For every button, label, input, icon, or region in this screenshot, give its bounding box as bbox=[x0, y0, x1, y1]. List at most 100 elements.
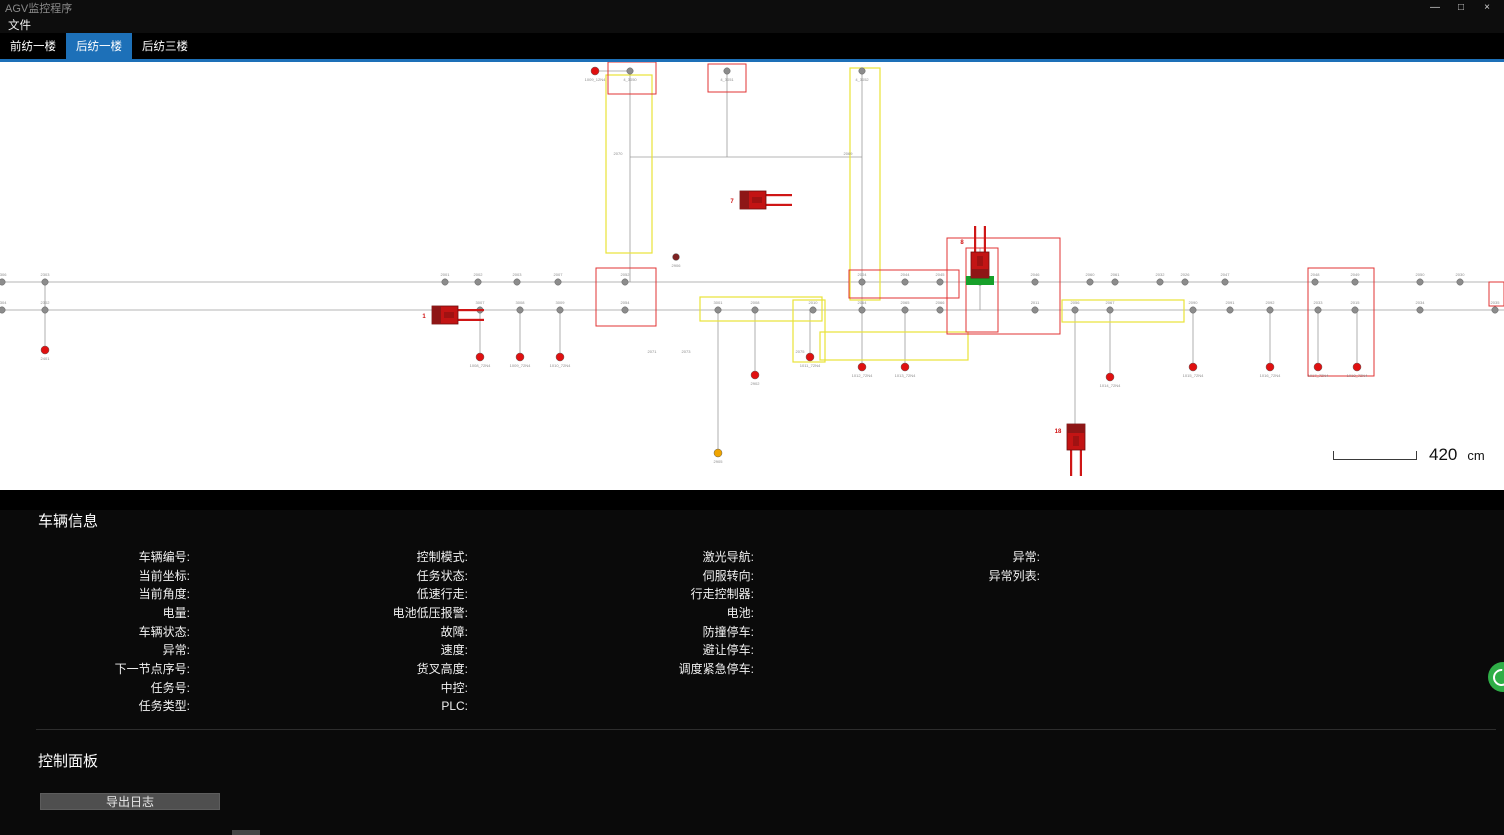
field-row: 电池低压报警: bbox=[246, 603, 524, 622]
map-node[interactable] bbox=[809, 306, 817, 314]
map-node[interactable] bbox=[1189, 306, 1197, 314]
field-label: 异常列表: bbox=[988, 568, 1040, 583]
alarm-zone-red bbox=[1307, 267, 1375, 377]
restore-button[interactable]: □ bbox=[1457, 2, 1465, 13]
field-row: 任务类型: bbox=[0, 697, 246, 716]
map-node[interactable] bbox=[516, 306, 524, 314]
agv-part bbox=[456, 318, 484, 321]
map-node[interactable] bbox=[672, 253, 680, 261]
partial-control[interactable] bbox=[232, 830, 260, 835]
map-node[interactable] bbox=[1226, 306, 1234, 314]
map-node[interactable] bbox=[901, 278, 909, 286]
map-node[interactable] bbox=[1351, 306, 1359, 314]
map-node[interactable] bbox=[556, 306, 564, 314]
map-node[interactable] bbox=[1156, 278, 1164, 286]
map-node[interactable] bbox=[0, 306, 6, 314]
field-label: 调度紧急停车: bbox=[678, 661, 754, 676]
map-node[interactable] bbox=[713, 448, 723, 458]
map-node[interactable] bbox=[901, 306, 909, 314]
map-node-label: 2026 bbox=[1181, 272, 1191, 277]
map-node[interactable] bbox=[515, 352, 525, 362]
map-node[interactable] bbox=[858, 306, 866, 314]
agv-marker[interactable] bbox=[431, 305, 484, 325]
map-node[interactable] bbox=[936, 278, 944, 286]
map-node[interactable] bbox=[1351, 278, 1359, 286]
map-node-label: 2905 bbox=[714, 459, 724, 464]
map-node[interactable] bbox=[858, 67, 866, 75]
map-canvas[interactable]: 1009_12N44_30504_30514_30522906230623032… bbox=[0, 62, 1504, 490]
agv-id-label: 1 bbox=[422, 314, 426, 320]
map-node[interactable] bbox=[805, 352, 815, 362]
close-button[interactable]: × bbox=[1484, 2, 1490, 13]
map-node[interactable] bbox=[857, 362, 867, 372]
map-node[interactable] bbox=[1311, 278, 1319, 286]
map-node[interactable] bbox=[554, 278, 562, 286]
map-node[interactable] bbox=[1352, 362, 1362, 372]
field-row: 速度: bbox=[246, 640, 524, 659]
map-node[interactable] bbox=[1031, 306, 1039, 314]
map-node[interactable] bbox=[1111, 278, 1119, 286]
map-node-label: 2044 bbox=[901, 272, 911, 277]
map-node[interactable] bbox=[936, 306, 944, 314]
tab-1[interactable]: 前纺一楼 bbox=[0, 33, 66, 59]
map-node[interactable] bbox=[1181, 278, 1189, 286]
map-node[interactable] bbox=[621, 306, 629, 314]
map-node[interactable] bbox=[1416, 306, 1424, 314]
map-node[interactable] bbox=[41, 278, 49, 286]
export-log-button[interactable]: 导出日志 bbox=[40, 793, 220, 811]
map-node[interactable] bbox=[1086, 278, 1094, 286]
map-node[interactable] bbox=[1071, 306, 1079, 314]
map-text-label: 2071 bbox=[648, 349, 658, 354]
map-node[interactable] bbox=[441, 278, 449, 286]
map-node[interactable] bbox=[1266, 306, 1274, 314]
field-row: 当前坐标: bbox=[0, 566, 246, 585]
map-node[interactable] bbox=[750, 370, 760, 380]
agv-marker[interactable] bbox=[1066, 423, 1086, 476]
map-node-label: 2003 bbox=[513, 272, 523, 277]
map-node[interactable] bbox=[555, 352, 565, 362]
menu-file[interactable]: 文件 bbox=[8, 19, 31, 32]
map-node[interactable] bbox=[1491, 306, 1499, 314]
map-node[interactable] bbox=[900, 362, 910, 372]
map-text-label: 2075 bbox=[796, 349, 806, 354]
agv-marker[interactable] bbox=[970, 226, 990, 279]
map-node[interactable] bbox=[1265, 362, 1275, 372]
map-node[interactable] bbox=[474, 278, 482, 286]
map-node[interactable] bbox=[590, 66, 600, 76]
map-node-label: 2090 bbox=[1189, 300, 1199, 305]
map-node-label: 1017_72N4 bbox=[1308, 373, 1329, 378]
map-node[interactable] bbox=[1314, 306, 1322, 314]
field-label: 避让停车: bbox=[702, 643, 754, 658]
map-node[interactable] bbox=[751, 306, 759, 314]
field-label: 故障: bbox=[440, 624, 468, 639]
map-node[interactable] bbox=[1188, 362, 1198, 372]
map-node[interactable] bbox=[0, 278, 6, 286]
map-node[interactable] bbox=[1106, 306, 1114, 314]
map-node[interactable] bbox=[1031, 278, 1039, 286]
agv-part bbox=[1067, 424, 1085, 433]
map-node[interactable] bbox=[714, 306, 722, 314]
map-node[interactable] bbox=[626, 67, 634, 75]
map-node[interactable] bbox=[723, 67, 731, 75]
map-node[interactable] bbox=[1221, 278, 1229, 286]
map-node[interactable] bbox=[475, 352, 485, 362]
map-node[interactable] bbox=[41, 306, 49, 314]
field-label: 异常: bbox=[1012, 549, 1040, 564]
minimize-button[interactable]: — bbox=[1430, 2, 1440, 13]
map-node[interactable] bbox=[1313, 362, 1323, 372]
map-node[interactable] bbox=[621, 278, 629, 286]
agv-marker[interactable] bbox=[739, 190, 792, 210]
map-node[interactable] bbox=[858, 278, 866, 286]
map-node[interactable] bbox=[1456, 278, 1464, 286]
map-node[interactable] bbox=[40, 345, 50, 355]
map-node[interactable] bbox=[1105, 372, 1115, 382]
tab-2[interactable]: 后纺一楼 bbox=[66, 33, 132, 59]
map-node-label: 1014_72N4 bbox=[1100, 383, 1121, 388]
tab-3[interactable]: 后纺三楼 bbox=[132, 33, 198, 59]
alarm-zone-yellow bbox=[1061, 299, 1185, 323]
map-node[interactable] bbox=[513, 278, 521, 286]
field-column-3: 激光导航:伺服转向:行走控制器:电池:防撞停车:避让停车:调度紧急停车: bbox=[524, 547, 810, 715]
field-label: 速度: bbox=[440, 643, 468, 658]
floating-action-button[interactable] bbox=[1488, 662, 1504, 692]
map-node[interactable] bbox=[1416, 278, 1424, 286]
